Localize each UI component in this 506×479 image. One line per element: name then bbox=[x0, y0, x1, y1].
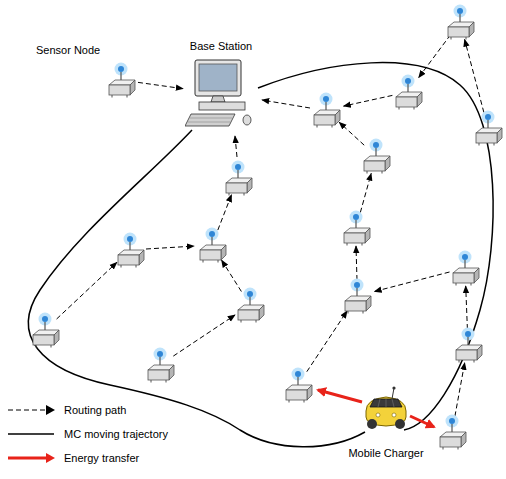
sensor-icon bbox=[456, 328, 482, 363]
trajectory-curve bbox=[258, 63, 493, 430]
legend-arrowhead bbox=[46, 405, 55, 415]
routing-arrow bbox=[455, 363, 465, 417]
legend-arrowhead bbox=[46, 453, 55, 463]
legend: Routing path MC moving trajectoryEnergy t… bbox=[6, 398, 168, 470]
sensor-icon bbox=[286, 368, 312, 403]
routing-arrow bbox=[374, 272, 449, 292]
mc-trajectory bbox=[28, 63, 493, 447]
legend-line bbox=[8, 410, 47, 411]
energy-arrow bbox=[318, 390, 362, 402]
legend-row: Energy transfer bbox=[6, 446, 168, 470]
node-label: Mobile Charger bbox=[348, 447, 423, 460]
node-icon-shape bbox=[366, 386, 406, 429]
routing-arrow bbox=[218, 195, 232, 230]
base-station: Base Station bbox=[185, 58, 257, 130]
legend-sample bbox=[6, 451, 56, 465]
legend-row: MC moving trajectory bbox=[6, 422, 168, 446]
trajectory-curve bbox=[28, 130, 365, 447]
routing-arrow bbox=[262, 100, 310, 108]
legend-line bbox=[8, 433, 54, 435]
node-icon bbox=[362, 385, 410, 431]
routing-arrow bbox=[419, 35, 451, 78]
routing-arrow bbox=[466, 286, 468, 329]
legend-text: Routing path bbox=[64, 404, 126, 417]
legend-line bbox=[8, 457, 47, 460]
routing-connector bbox=[138, 82, 183, 88]
routing-arrow bbox=[465, 39, 484, 112]
routing-arrow bbox=[222, 260, 242, 291]
legend-text: MC moving trajectory bbox=[64, 428, 168, 441]
routing-paths bbox=[57, 35, 484, 417]
routing-arrow bbox=[57, 262, 117, 319]
node-icon-shape bbox=[185, 60, 251, 126]
sensor-icon bbox=[226, 161, 252, 196]
routing-arrow bbox=[356, 246, 357, 280]
routing-arrow bbox=[344, 95, 393, 106]
routing-arrow bbox=[307, 311, 347, 372]
sensor-icon bbox=[448, 5, 474, 40]
node-text: Base Station bbox=[190, 40, 252, 53]
sensor-icon bbox=[453, 251, 479, 286]
node-icon bbox=[106, 62, 136, 98]
legend-sample bbox=[6, 427, 56, 441]
routing-arrow bbox=[235, 136, 237, 157]
sensor-icon bbox=[344, 211, 370, 246]
sensor-icon bbox=[476, 111, 502, 146]
mobile-charger: Mobile Charger bbox=[362, 385, 410, 431]
node-icon-shape bbox=[109, 63, 135, 98]
legend-row: Routing path bbox=[6, 398, 168, 422]
node-label: Base Station bbox=[190, 40, 252, 53]
legend-sample bbox=[6, 403, 56, 417]
sensor-icon bbox=[118, 233, 144, 268]
sensor-icon bbox=[364, 139, 390, 174]
energy-arrow bbox=[410, 416, 434, 427]
sensor-icon bbox=[396, 75, 422, 110]
node-label: Sensor Node bbox=[36, 44, 100, 57]
sensor-icon bbox=[238, 288, 264, 323]
sensor-node: Sensor Node bbox=[106, 62, 136, 98]
routing-arrow bbox=[360, 173, 371, 212]
sensor-icon bbox=[345, 279, 371, 314]
sensor-icon bbox=[314, 93, 340, 128]
routing-arrow bbox=[173, 315, 235, 356]
legend-text: Energy transfer bbox=[64, 452, 139, 465]
node-icon bbox=[185, 58, 257, 130]
routing-arrow bbox=[146, 246, 194, 249]
sensor-icon bbox=[440, 415, 466, 450]
sensor-nodes bbox=[33, 5, 502, 450]
routing-arrow bbox=[339, 122, 364, 145]
node-text: Sensor Node bbox=[36, 44, 100, 57]
sensor-icon bbox=[33, 313, 59, 348]
sensor-icon bbox=[148, 348, 174, 383]
sensor-icon bbox=[200, 228, 226, 263]
node-text: Mobile Charger bbox=[348, 447, 423, 460]
